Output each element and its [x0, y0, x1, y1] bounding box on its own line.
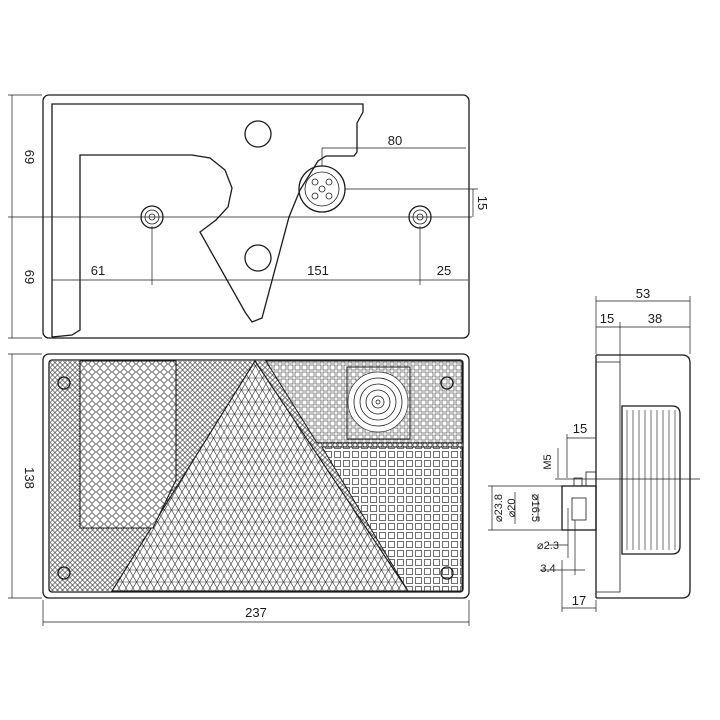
- dim-front-width: 237: [245, 605, 267, 620]
- dim-d2: ⌀20: [506, 499, 518, 518]
- back-dimensions: 69 69 80 15 61 151 25: [8, 94, 490, 339]
- triangle-reflector: [112, 361, 408, 591]
- front-hole-tl: [57, 376, 71, 390]
- dim-side-front: 15: [600, 311, 614, 326]
- dim-stud-gap: 3.4: [540, 563, 555, 575]
- dim-left-hole: 61: [91, 263, 105, 278]
- side-dimensions: 53 15 38 15 M5 ⌀23.8 ⌀20 ⌀16.5 ⌀2.3 3.4 …: [488, 286, 691, 612]
- dim-d3: ⌀23.8: [493, 494, 505, 522]
- dim-vertical-offset: 15: [475, 196, 490, 210]
- dim-d1: ⌀16.5: [529, 494, 541, 522]
- side-view: [555, 354, 700, 599]
- dim-front-height: 138: [22, 467, 37, 489]
- dim-right-hole: 25: [437, 263, 451, 278]
- dim-side-depth: 53: [636, 286, 650, 301]
- upper-mount-hole: [244, 120, 272, 148]
- back-inner-profile: [51, 103, 364, 338]
- front-hole-bl: [57, 566, 71, 580]
- dim-connector-offset: 80: [388, 133, 402, 148]
- dim-upper-height: 69: [22, 150, 37, 164]
- front-dimensions: 138 237: [8, 353, 470, 626]
- dim-d4: ⌀2.3: [537, 540, 559, 552]
- connector-socket: [298, 165, 346, 213]
- side-lens-ribs: [626, 410, 676, 550]
- dim-side-back: 38: [648, 311, 662, 326]
- lower-mount-hole: [244, 244, 272, 272]
- front-hole-br: [440, 566, 454, 580]
- indicator-lens: [80, 361, 176, 528]
- concentric-lens: [347, 371, 409, 433]
- side-connector: [561, 485, 597, 531]
- dim-hole-spacing: 151: [307, 263, 329, 278]
- front-hole-tr: [440, 376, 454, 390]
- back-view: [8, 94, 472, 339]
- front-view: [42, 353, 470, 599]
- dim-thread: M5: [542, 454, 554, 469]
- dim-bolt-offset: 15: [573, 421, 587, 436]
- dim-base-depth: 17: [572, 593, 586, 608]
- dim-lower-height: 69: [22, 270, 37, 284]
